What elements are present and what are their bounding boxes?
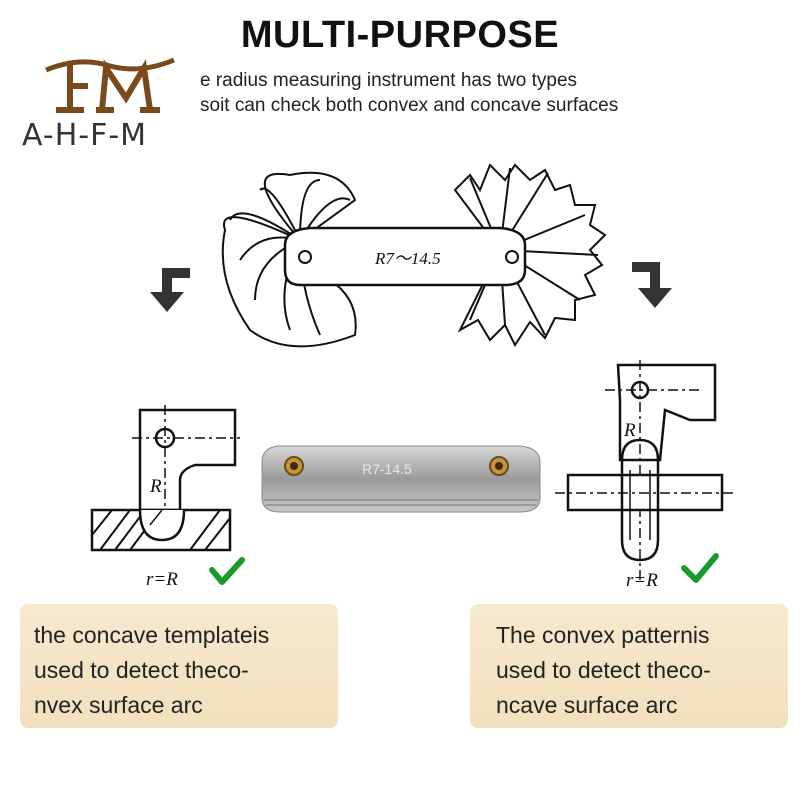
gauge-engraved-label: R7～14.5: [374, 249, 441, 268]
right-radius-label: R: [623, 420, 636, 441]
left-diagram: [90, 405, 240, 552]
page-title: MULTI-PURPOSE: [240, 14, 560, 56]
card-convex-pattern: The convex patternis used to detect thec…: [470, 604, 788, 728]
card-right-line-1: The convex patternis: [496, 622, 710, 648]
gauge-photo: [261, 445, 541, 513]
left-radius-label: R: [149, 476, 162, 497]
subtitle-line-2: soit can check both convex and concave s…: [200, 95, 619, 116]
card-right-line-3: ncave surface arc: [496, 692, 678, 718]
card-left-line-2: used to detect theco-: [34, 657, 249, 683]
right-check-icon: [681, 553, 719, 583]
brand-logo-text: A-H-F-M: [22, 118, 148, 153]
left-formula: r=R: [146, 569, 178, 590]
card-left-line-3: nvex surface arc: [34, 692, 203, 718]
card-concave-template: the concave templateis used to detect th…: [20, 604, 338, 728]
arrow-down-right-icon: [632, 262, 672, 308]
card-right-line-2: used to detect theco-: [496, 657, 711, 683]
brand-logo-mark: [45, 57, 175, 113]
left-check-icon: [209, 557, 245, 585]
card-left-line-1: the concave templateis: [34, 622, 270, 648]
gauge-photo-label: R7-14.5: [362, 461, 412, 477]
arrow-down-left-icon: [150, 268, 190, 312]
right-diagram: [555, 360, 735, 580]
right-formula: r=R: [626, 570, 658, 591]
gauge-right-fan: [453, 163, 607, 348]
gauge-holder: [283, 226, 527, 287]
subtitle-line-1: e radius measuring instrument has two ty…: [200, 70, 578, 91]
